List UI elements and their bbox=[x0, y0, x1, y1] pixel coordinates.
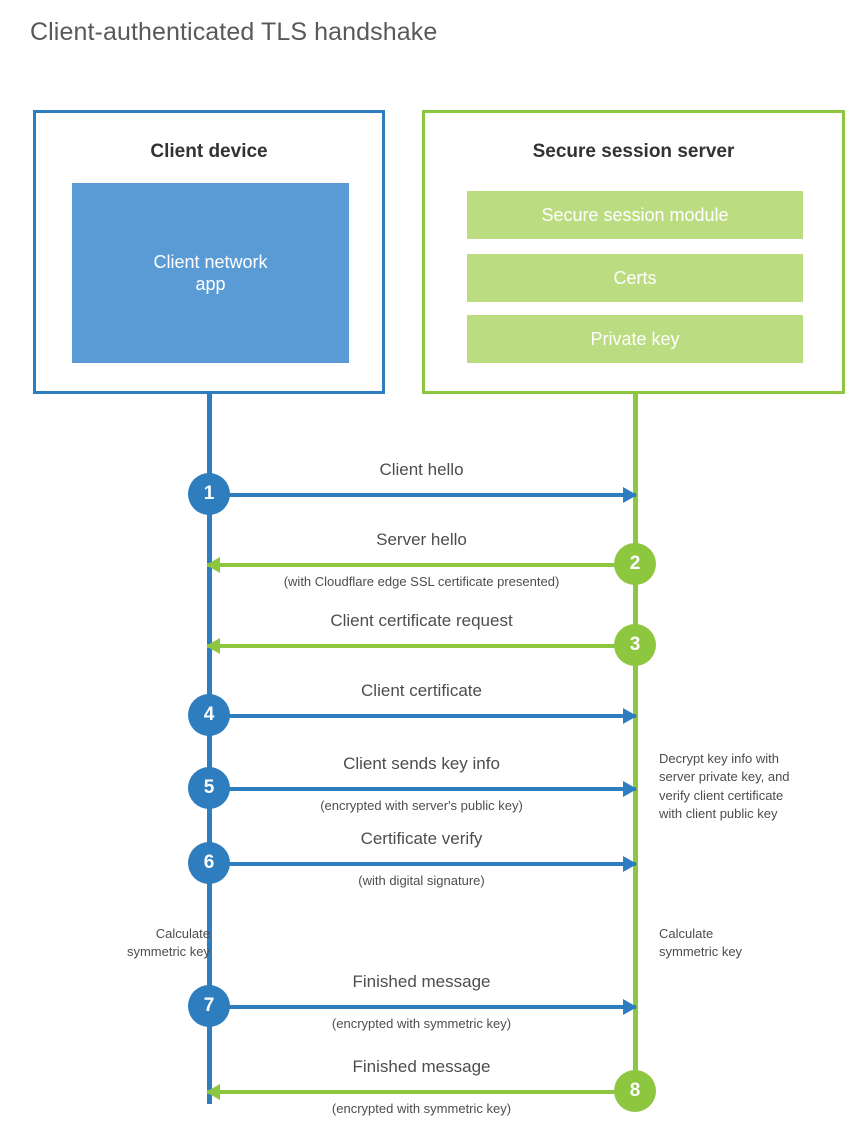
step-marker-5[interactable]: 5 bbox=[188, 767, 230, 809]
step-marker-3[interactable]: 3 bbox=[614, 624, 656, 666]
step-marker-4[interactable]: 4 bbox=[188, 694, 230, 736]
step-marker-8[interactable]: 8 bbox=[614, 1070, 656, 1112]
message-line-8 bbox=[207, 1090, 636, 1094]
note-client-calculate: Calculate symmetric key bbox=[126, 926, 210, 960]
message-label-6: Certificate verify bbox=[360, 829, 483, 848]
message-line-2 bbox=[207, 563, 636, 567]
message-sublabel-6: (with digital signature) bbox=[358, 873, 485, 888]
arrow-head-icon bbox=[206, 557, 220, 573]
arrow-head-icon bbox=[623, 487, 637, 503]
message-line-7 bbox=[207, 1005, 636, 1009]
step-marker-1[interactable]: 1 bbox=[188, 473, 230, 515]
note-server-decrypt: Decrypt key info with server private key… bbox=[659, 751, 790, 822]
secure-session-module-block: Secure session module bbox=[467, 191, 803, 239]
client-lifeline bbox=[207, 391, 212, 1104]
message-label-3: Client certificate request bbox=[330, 611, 513, 630]
certs-block: Certs bbox=[467, 254, 803, 302]
message-sublabel-5: (encrypted with server's public key) bbox=[320, 798, 523, 813]
arrow-head-icon bbox=[206, 1084, 220, 1100]
client-device-title: Client device bbox=[150, 141, 268, 162]
message-sublabel-7: (encrypted with symmetric key) bbox=[331, 1016, 512, 1031]
arrow-head-icon bbox=[206, 638, 220, 654]
message-label-7: Finished message bbox=[352, 972, 491, 991]
message-label-1: Client hello bbox=[379, 460, 464, 479]
secure-session-server-title: Secure session server bbox=[532, 141, 735, 162]
arrow-head-icon bbox=[623, 708, 637, 724]
step-marker-2[interactable]: 2 bbox=[614, 543, 656, 585]
step-marker-7[interactable]: 7 bbox=[188, 985, 230, 1027]
message-line-1 bbox=[207, 493, 636, 497]
private-key-block: Private key bbox=[467, 315, 803, 363]
message-line-5 bbox=[207, 787, 636, 791]
message-sublabel-2: (with Cloudflare edge SSL certificate pr… bbox=[283, 574, 560, 589]
server-lifeline bbox=[633, 391, 638, 1094]
arrow-head-icon bbox=[623, 999, 637, 1015]
message-line-6 bbox=[207, 862, 636, 866]
message-line-3 bbox=[207, 644, 636, 648]
secure-session-server-box: Secure session server Secure session mod… bbox=[422, 110, 845, 394]
message-line-4 bbox=[207, 714, 636, 718]
step-marker-6[interactable]: 6 bbox=[188, 842, 230, 884]
message-label-5: Client sends key info bbox=[343, 754, 500, 773]
arrow-head-icon bbox=[623, 856, 637, 872]
message-label-2: Server hello bbox=[376, 530, 467, 549]
message-sublabel-8: (encrypted with symmetric key) bbox=[331, 1101, 512, 1116]
page-title: Client-authenticated TLS handshake bbox=[30, 18, 438, 46]
client-network-app-block: Client network app bbox=[72, 183, 349, 363]
client-device-box: Client device Client network app bbox=[33, 110, 385, 394]
note-server-calculate: Calculate symmetric key bbox=[659, 926, 743, 960]
message-label-4: Client certificate bbox=[361, 681, 482, 700]
arrow-head-icon bbox=[623, 781, 637, 797]
message-label-8: Finished message bbox=[352, 1057, 491, 1076]
